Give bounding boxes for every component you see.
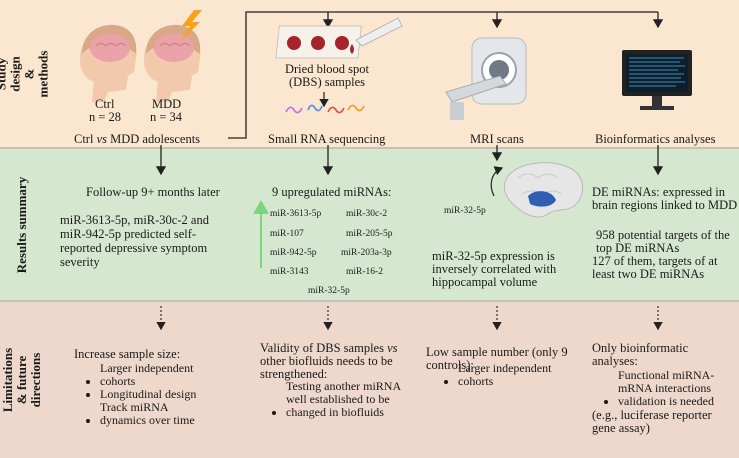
results-band <box>0 148 739 301</box>
brain-mirna-label: miR-32-5p <box>444 206 486 216</box>
targets-line-4: least two DE miRNAs <box>592 267 705 281</box>
mirna-item: miR-30c-2 <box>346 209 388 219</box>
limit-1-bullets: Larger independent cohorts Longitudinal … <box>86 362 210 427</box>
mdd-label: MDD <box>152 97 182 111</box>
mri-result-line-3: hippocampal volume <box>432 275 538 289</box>
limit-2-line-3: strengthened: <box>260 367 328 381</box>
bullet-item: Longitudinal design <box>100 388 210 401</box>
bullet-text: Testing another miRNA well established t… <box>286 379 401 419</box>
groups-caption: Ctrl vs MDD adolescents <box>74 133 200 146</box>
de-line-1: DE miRNAs: expressed in <box>592 185 725 199</box>
followup-line-2: miR-942-5p predicted self- <box>60 227 197 241</box>
mri-result-line-2: inversely correlated with <box>432 262 557 276</box>
groups-caption-vs: vs <box>96 132 107 146</box>
bullet-text: Longitudinal design <box>100 387 197 401</box>
limits-band <box>0 301 739 458</box>
band-divider <box>0 147 739 149</box>
seq-label: Small RNA sequencing <box>268 132 386 146</box>
mri-scanner-icon <box>445 37 527 120</box>
limits-arrows <box>156 306 663 331</box>
dbs-card-icon <box>275 25 362 59</box>
limit-2-vs: vs <box>387 341 398 355</box>
rna-strands-icon <box>285 104 365 114</box>
computer-monitor-icon <box>622 50 692 110</box>
head-mdd-icon <box>144 24 201 102</box>
mdd-n: n = 34 <box>150 110 183 124</box>
bullet-item: Functional miRNA-mRNA interactions valid… <box>618 369 728 408</box>
mirna-item: miR-3613-5p <box>270 209 322 219</box>
bio-label: Bioinformatics analyses <box>595 132 716 146</box>
limit-1-title: Increase sample size: <box>74 347 181 361</box>
dbs-line-1: Dried blood spot <box>284 62 370 76</box>
limit-2-line-1: Validity of DBS samples vs <box>260 342 398 355</box>
mri-label: MRI scans <box>470 132 524 146</box>
mirna-item: miR-203a-3p <box>341 248 392 258</box>
limit-4-title: Only bioinformatic analyses: <box>592 341 689 368</box>
followup-line-3: reported depressive symptom <box>60 241 208 255</box>
limit-4-bullets: Functional miRNA-mRNA interactions valid… <box>604 369 728 408</box>
groups-caption-a: Ctrl <box>74 132 97 146</box>
limit-4-tail: (e.g., luciferase reporter gene assay) <box>592 408 712 435</box>
followup-title: Follow-up 9+ months later <box>86 185 220 199</box>
mirna-item: miR-205-5p <box>346 229 393 239</box>
pipette-icon <box>350 17 403 54</box>
targets-line-2: top DE miRNAs <box>596 241 680 255</box>
limit-2-line-1a: Validity of DBS samples <box>260 341 388 355</box>
mirna-item: miR-107 <box>270 229 304 239</box>
bullet-item: Larger independent cohorts <box>458 362 558 388</box>
flow-connector <box>155 11 664 176</box>
bullet-text: Larger independent cohorts <box>100 361 194 388</box>
mri-result-line-1: miR-32-5p expression is <box>432 249 555 263</box>
lightning-icon <box>180 10 202 42</box>
head-ctrl-icon <box>80 24 137 102</box>
mirna-item: miR-32-5p <box>308 286 350 296</box>
limit-3-title: Low sample number (only 9 controls): <box>426 345 568 372</box>
bullet-text: Larger independent cohorts <box>458 361 552 388</box>
bullet-text: Functional miRNA-mRNA interactions valid… <box>618 368 715 408</box>
ctrl-n: n = 28 <box>89 110 122 124</box>
mirna-item: miR-16-2 <box>346 267 383 277</box>
groups-caption-b: MDD adolescents <box>107 132 201 146</box>
bullet-item: Testing another miRNA well established t… <box>286 380 414 419</box>
bullet-item: Track miRNA dynamics over time <box>100 401 210 427</box>
band-divider <box>0 300 739 302</box>
limit-2-bullets: Testing another miRNA well established t… <box>272 380 414 419</box>
mirna-item: miR-3143 <box>270 267 309 277</box>
brain-icon <box>490 162 583 218</box>
de-line-2: brain regions linked to MDD <box>592 198 738 212</box>
ctrl-label: Ctrl <box>95 97 115 111</box>
followup-line-4: severity <box>60 255 100 269</box>
mirna-item: miR-942-5p <box>270 248 317 258</box>
upreg-title: 9 upregulated miRNAs: <box>272 185 392 199</box>
targets-line-1: 958 potential targets of the <box>596 228 730 242</box>
dbs-line-2: (DBS) samples <box>288 75 366 89</box>
bullet-item: Larger independent cohorts <box>100 362 210 388</box>
limit-3-bullets: Larger independent cohorts <box>444 362 558 388</box>
targets-line-3: 127 of them, targets of at <box>592 254 718 268</box>
limit-2-line-2: other biofluids needs to be <box>260 354 393 368</box>
followup-line-1: miR-3613-5p, miR-30c-2 and <box>60 213 209 227</box>
bullet-text: Track miRNA dynamics over time <box>100 400 195 427</box>
